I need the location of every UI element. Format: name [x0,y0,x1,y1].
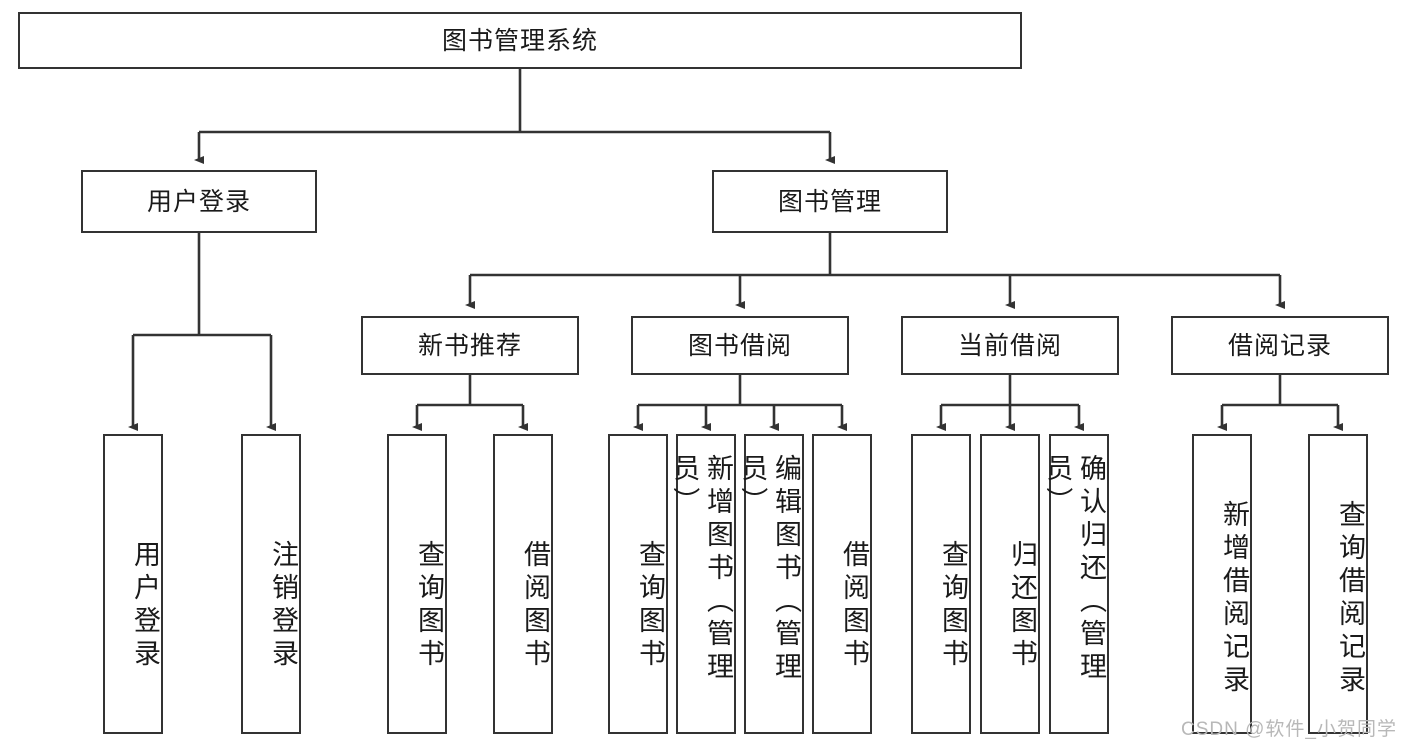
node-book-borrow[interactable]: 图书借阅 [631,316,849,375]
node-leaf-borrow-book-1-label: 借阅图书 [520,540,550,672]
node-leaf-borrow-book-2[interactable]: 借阅图书 [812,434,872,734]
node-root[interactable]: 图书管理系统 [18,12,1022,69]
node-new-book-recommend-label: 新书推荐 [417,331,522,360]
node-leaf-query-book-1-label: 查询图书 [414,540,444,672]
node-root-label: 图书管理系统 [441,26,598,55]
node-leaf-logout-label: 注销登录 [268,540,298,672]
node-leaf-query-record[interactable]: 查询借阅记录 [1308,434,1368,734]
node-borrow-record-label: 借阅记录 [1227,331,1332,360]
node-book-borrow-label: 图书借阅 [687,331,792,360]
node-leaf-query-book-1[interactable]: 查询图书 [387,434,447,734]
node-leaf-query-book-2-label: 查询图书 [635,540,665,672]
node-leaf-borrow-book-2-label: 借阅图书 [839,540,869,672]
node-leaf-return-book-label: 归还图书 [1007,540,1037,672]
node-leaf-edit-book-label: 编辑图书（管理员） [737,454,801,685]
node-user-login-label: 用户登录 [146,187,251,216]
node-current-borrow-label: 当前借阅 [957,331,1062,360]
node-leaf-add-record-label: 新增借阅记录 [1219,500,1249,698]
node-leaf-add-record[interactable]: 新增借阅记录 [1192,434,1252,734]
node-new-book-recommend[interactable]: 新书推荐 [361,316,579,375]
node-leaf-query-record-label: 查询借阅记录 [1335,500,1365,698]
node-leaf-edit-book[interactable]: 编辑图书（管理员） [737,434,804,734]
node-leaf-logout[interactable]: 注销登录 [241,434,301,734]
node-leaf-query-book-3[interactable]: 查询图书 [911,434,971,734]
node-borrow-record[interactable]: 借阅记录 [1171,316,1389,375]
node-leaf-query-book-2[interactable]: 查询图书 [608,434,668,734]
watermark: CSDN @软件_小贺同学 [1181,719,1397,740]
node-book-manage[interactable]: 图书管理 [712,170,948,233]
node-current-borrow[interactable]: 当前借阅 [901,316,1119,375]
node-leaf-confirm-return[interactable]: 确认归还（管理员） [1042,434,1109,734]
node-leaf-add-book-label: 新增图书（管理员） [669,454,733,685]
node-leaf-user-login-label: 用户登录 [130,540,160,672]
node-leaf-return-book[interactable]: 归还图书 [980,434,1040,734]
node-leaf-query-book-3-label: 查询图书 [938,540,968,672]
node-leaf-confirm-return-label: 确认归还（管理员） [1042,454,1106,685]
node-book-manage-label: 图书管理 [777,187,882,216]
node-leaf-add-book[interactable]: 新增图书（管理员） [669,434,736,734]
node-user-login[interactable]: 用户登录 [81,170,317,233]
node-leaf-borrow-book-1[interactable]: 借阅图书 [493,434,553,734]
node-leaf-user-login[interactable]: 用户登录 [103,434,163,734]
